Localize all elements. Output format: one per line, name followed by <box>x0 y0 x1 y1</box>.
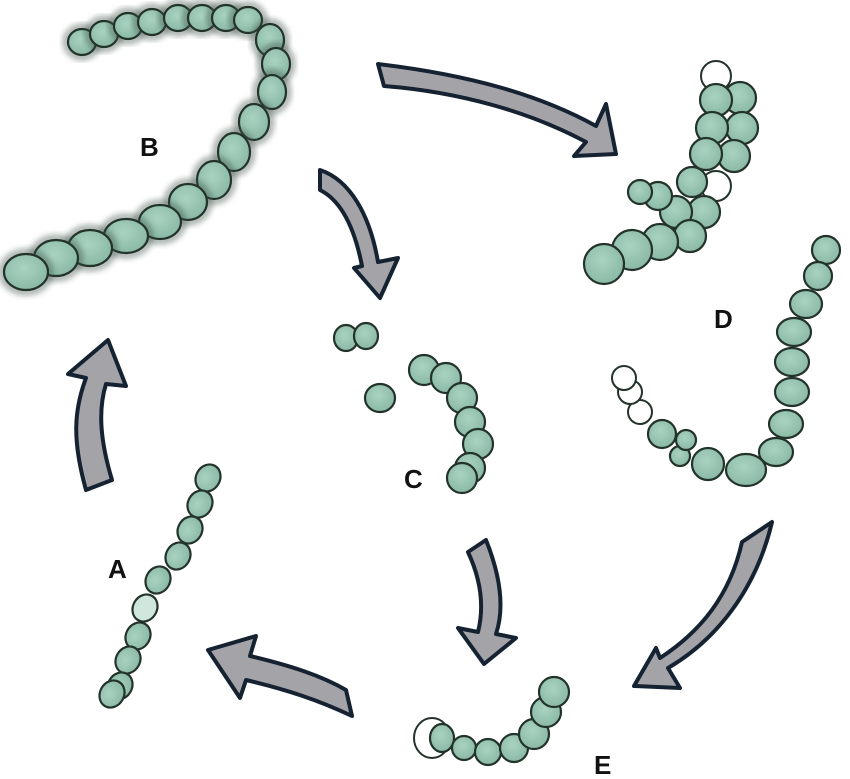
label-d: D <box>714 304 733 334</box>
arrow-c-to-e <box>456 538 518 666</box>
cell <box>675 165 709 199</box>
cell <box>802 260 834 292</box>
arrow-e-to-a <box>206 634 354 718</box>
label-a: A <box>108 554 127 584</box>
filament-b <box>0 0 296 296</box>
cell <box>690 446 726 482</box>
cell <box>450 734 478 762</box>
cell <box>144 565 172 595</box>
cell <box>194 463 222 493</box>
cell <box>363 382 397 414</box>
filament-a <box>98 463 222 709</box>
cell <box>164 541 192 571</box>
arrow-a-to-b <box>66 338 128 492</box>
cell <box>2 252 50 292</box>
cell <box>256 73 288 111</box>
arrow-d-to-e <box>632 520 774 690</box>
filament-d-upper <box>582 60 760 286</box>
cell <box>473 737 503 767</box>
cell <box>428 722 456 754</box>
arrow-b-to-c <box>318 168 400 300</box>
cell <box>237 102 271 142</box>
label-c: C <box>404 464 423 494</box>
cell <box>688 136 724 172</box>
cell <box>626 178 654 206</box>
filament-c <box>332 321 495 495</box>
filament-d-lower <box>611 234 842 488</box>
arrow-b-to-d <box>376 62 618 158</box>
cell <box>757 436 795 468</box>
cell <box>445 461 479 495</box>
cell <box>788 288 824 320</box>
cell <box>773 346 811 378</box>
cell <box>773 376 811 408</box>
cell <box>537 675 571 709</box>
cell <box>646 418 678 450</box>
cell <box>810 234 842 266</box>
cell <box>674 428 698 452</box>
label-e: E <box>594 750 611 779</box>
filament-e <box>413 675 571 767</box>
cell <box>582 242 626 286</box>
cell <box>698 82 734 118</box>
cell <box>611 365 637 391</box>
cell <box>767 408 805 440</box>
cell <box>672 218 708 254</box>
label-b: B <box>140 132 159 162</box>
cell-halo <box>0 248 54 296</box>
cell <box>724 110 760 146</box>
cell <box>98 679 126 709</box>
cell <box>724 452 768 488</box>
cell <box>352 321 380 351</box>
cell <box>775 316 813 348</box>
heterocyst-cell <box>131 593 159 623</box>
cell-halo <box>233 98 275 146</box>
